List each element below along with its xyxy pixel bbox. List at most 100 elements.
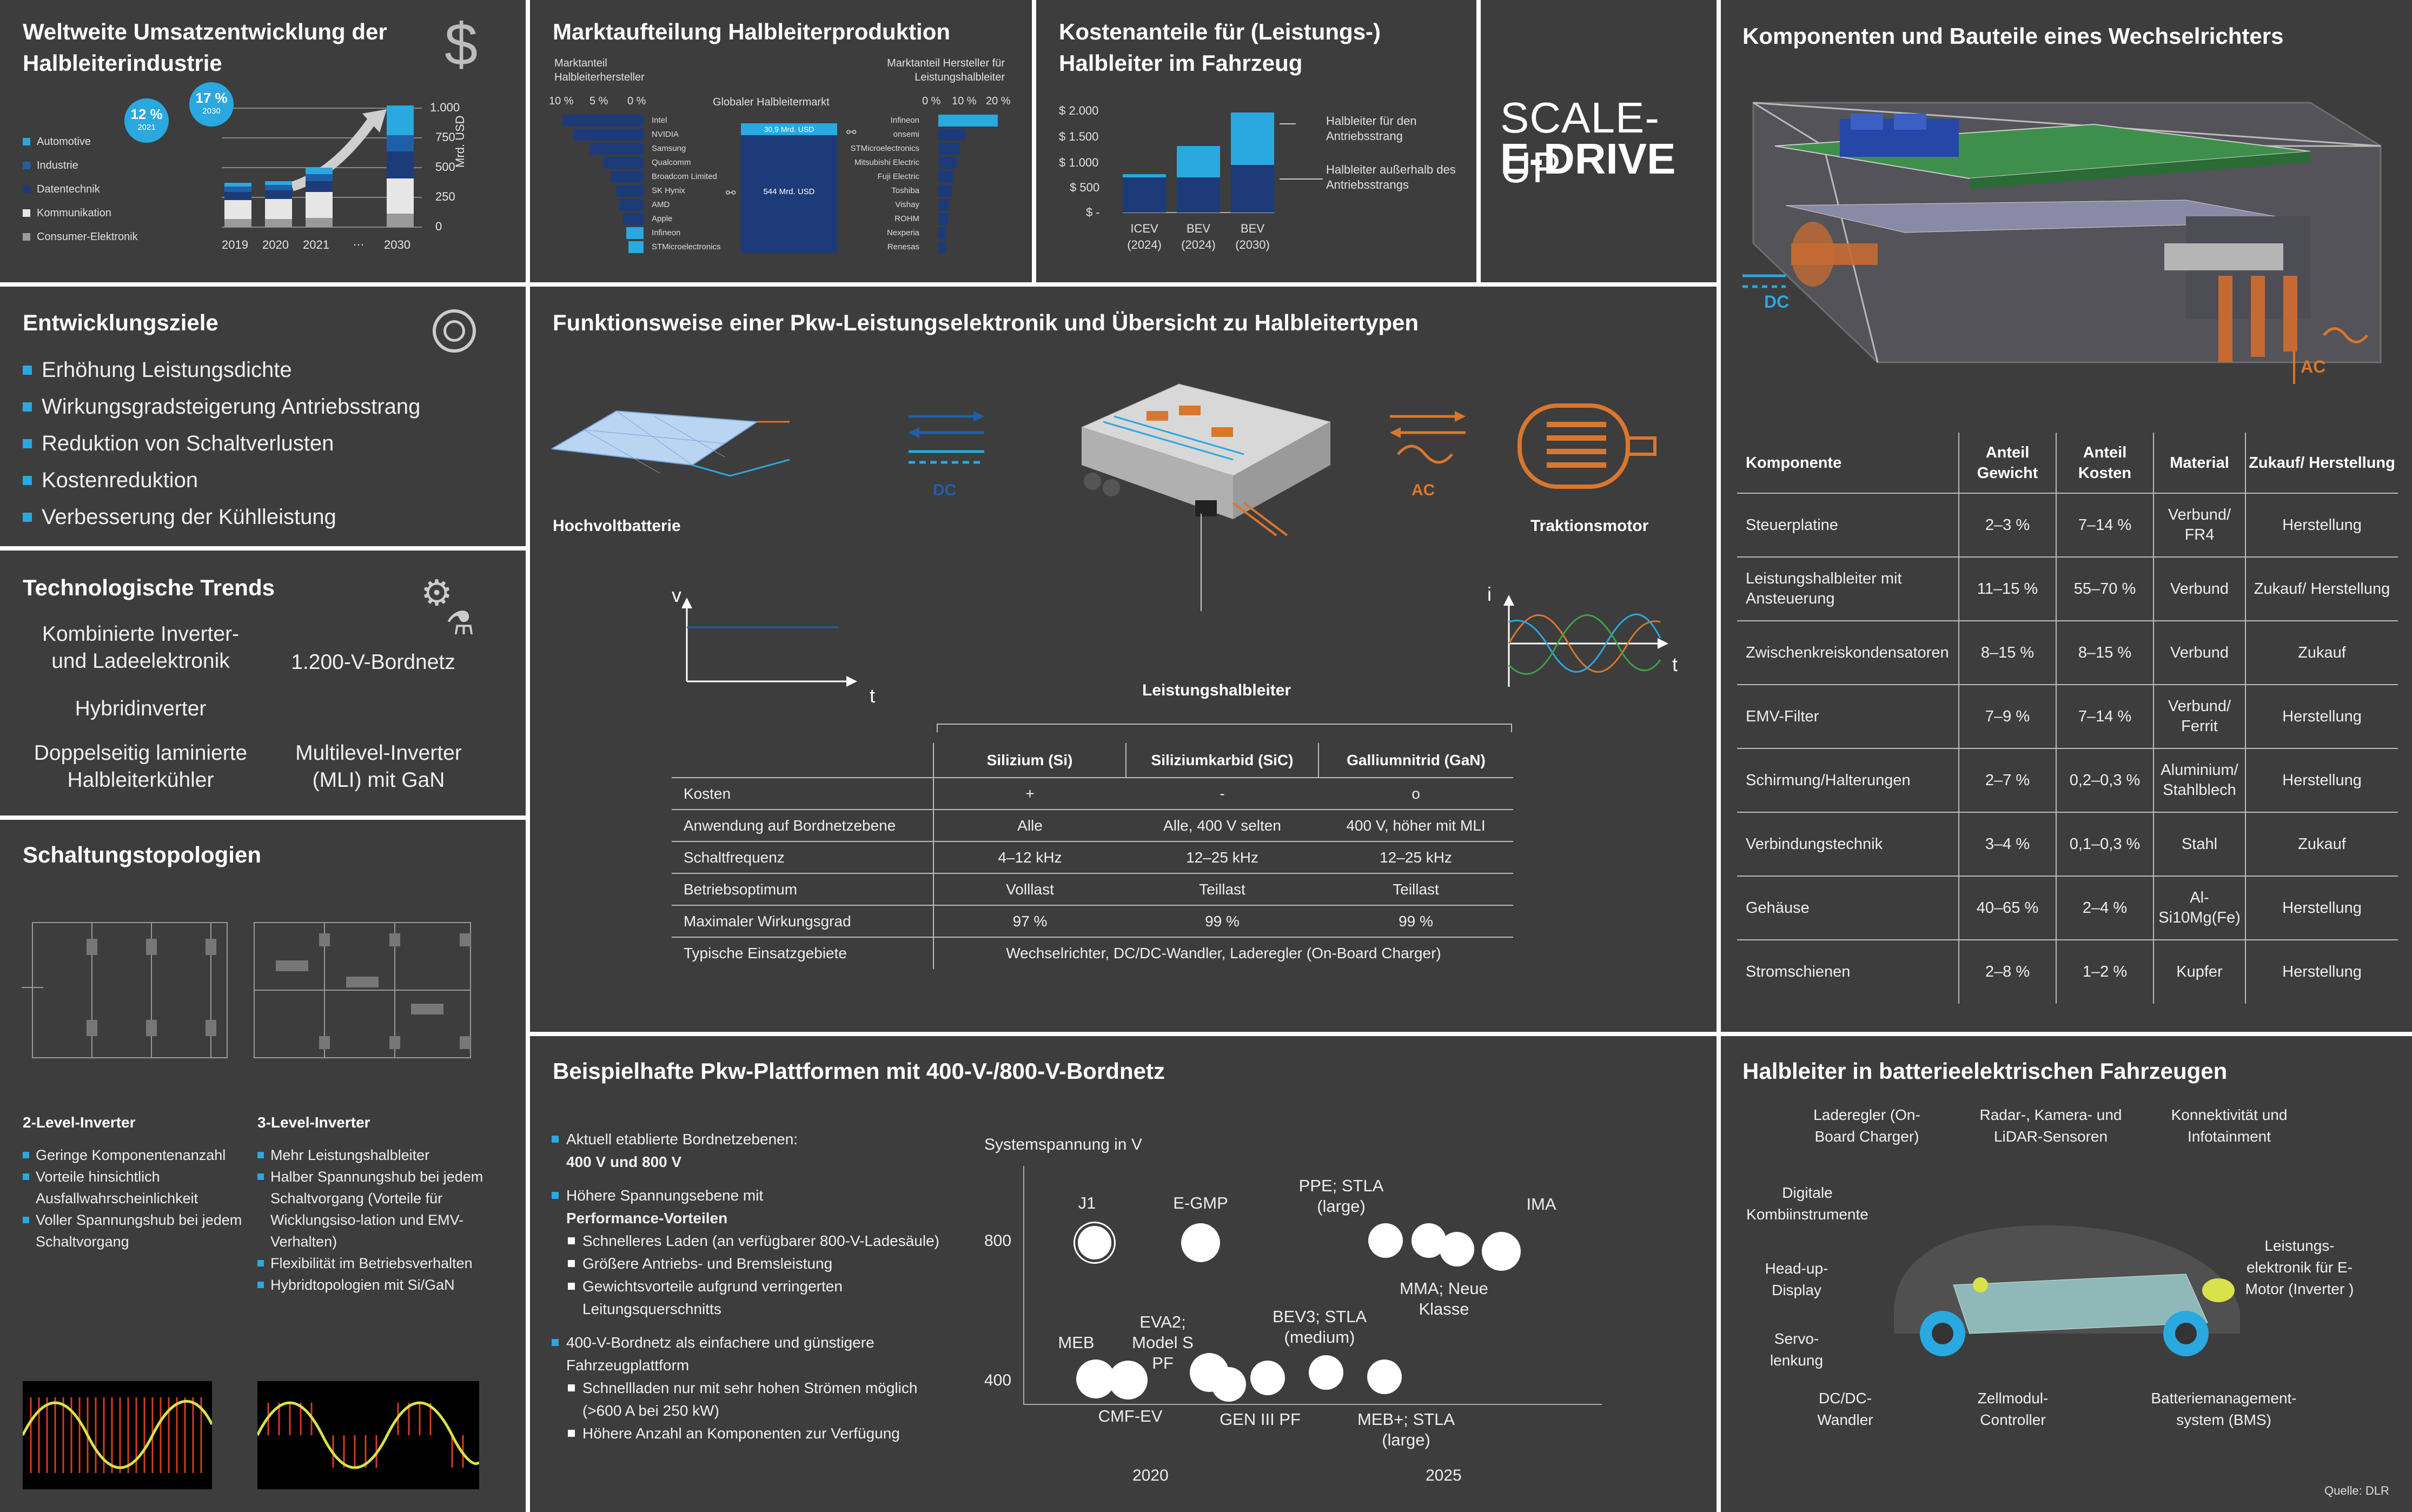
- company: Qualcomm: [652, 158, 691, 167]
- brand-line2: E-DRIVE: [1500, 135, 1676, 183]
- company: AMD: [652, 200, 670, 209]
- motor-icon: [1518, 403, 1656, 489]
- gear-icon: ⚙: [421, 573, 453, 613]
- list-item: Schnelleres Laden (an verfügbarer 800-V-…: [568, 1230, 941, 1252]
- platform-label: IMA: [1526, 1195, 1556, 1213]
- panel-title: Weltweite Umsatzentwicklung der Halbleit…: [23, 19, 387, 76]
- callout-label: Zellmodul-Controller: [1977, 1390, 2049, 1428]
- col-header: Anteil Gewicht: [1958, 433, 2056, 494]
- trend: Multilevel-Inverter (MLI) mit GaN: [295, 741, 462, 792]
- list-item: Aktuell etablierte Bordnetzebenen:400 V …: [552, 1128, 941, 1173]
- right-bars: [938, 115, 1019, 255]
- list-item: Mehr Leistungshalbleiter: [257, 1144, 495, 1166]
- legend-label: Datentechnik: [37, 183, 100, 195]
- list-item: Verbesserung der Kühlleistung: [23, 499, 420, 535]
- left-tick: 5 %: [589, 95, 608, 107]
- col-header: Material: [2153, 433, 2245, 494]
- list-item: Höhere Anzahl an Komponenten zur Verfügu…: [568, 1422, 941, 1445]
- revenue-chart: [222, 105, 422, 228]
- y-label: Systemspannung in V: [984, 1136, 1142, 1153]
- circuit-2level: [22, 922, 228, 1058]
- callout-label: Leistungs-elektronik für E-Motor (Invert…: [2245, 1237, 2354, 1297]
- trend: 1.200-V-Bordnetz: [291, 651, 455, 674]
- panel-trends: Technologische Trends ⚙ ⚗ Kombinierte In…: [0, 551, 526, 815]
- callout-label: Konnektivität und Infotainment: [2171, 1106, 2288, 1145]
- bar-label: BEV(2024): [1181, 222, 1216, 251]
- company: STMicroelectronics: [850, 144, 919, 153]
- col-header: Galliumnitrid (GaN): [1318, 743, 1513, 778]
- bar-label: ICEV(2024): [1127, 222, 1162, 251]
- legend-out: Halbleiter außerhalb des Antriebsstrangs: [1326, 163, 1456, 191]
- company: onsemi: [893, 130, 919, 139]
- callout-label: Radar-, Kamera- und LiDAR-Sensoren: [1979, 1106, 2122, 1145]
- x-label: 2020: [262, 238, 289, 251]
- platform-label: BEV3; STLA (medium): [1272, 1307, 1367, 1347]
- list-item: Vorteile hinsichtlich Ausfallwahrscheinl…: [23, 1166, 250, 1209]
- target-icon: [433, 309, 476, 353]
- source-note: Quelle: DLR: [2324, 1484, 2389, 1497]
- semiconductor-table: Silizium (Si) Siliziumkarbid (SiC) Galli…: [672, 743, 1513, 969]
- badge-percent: 17 %: [195, 90, 228, 106]
- power-semi-value: 30,9 Mrd. USD: [741, 123, 837, 135]
- company: STMicroelectronics: [652, 242, 721, 251]
- callout-label: Digitale Kombiinstrumente: [1746, 1184, 1868, 1223]
- y-tick: $ 1.500: [1059, 130, 1099, 143]
- badge-2021: 12 %2021: [124, 98, 169, 143]
- panel-bev-semis: Halbleiter in batterieelektrischen Fahrz…: [1721, 1036, 2412, 1512]
- badge-year: 2021: [137, 123, 156, 132]
- x-label: …: [353, 235, 365, 248]
- car-illustration: [1894, 1225, 2240, 1356]
- trend: Doppelseitig laminierte Halbleiterkühler: [34, 741, 248, 792]
- company: Nexperia: [886, 228, 919, 237]
- bar-label: BEV(2030): [1235, 222, 1270, 251]
- dc-arrows: [909, 411, 984, 464]
- dc-label: DC: [933, 481, 957, 499]
- panel-title: Schaltungstopologien: [23, 842, 261, 867]
- company: Fuji Electric: [877, 172, 919, 181]
- voltage-graph: [681, 598, 857, 687]
- inverter-illustration: [1742, 102, 2382, 384]
- link-icon: ⚯: [846, 125, 857, 139]
- brand-line1: SCALE-UP: [1500, 94, 1660, 191]
- company: SK Hynix: [652, 186, 685, 195]
- callout-label: Head-up-Display: [1765, 1260, 1828, 1298]
- trend: Kombinierte Inverter- und Ladeelektronik: [42, 622, 240, 673]
- list-item: Kostenreduktion: [23, 462, 420, 499]
- ac-arrows: [1390, 411, 1466, 464]
- col2-head: 3-Level-Inverter: [257, 1114, 370, 1131]
- semis-label: Leistungshalbleiter: [1142, 681, 1291, 699]
- company: Vishay: [895, 200, 919, 209]
- right-tick: 0 %: [922, 95, 941, 107]
- panel-title: Technologische Trends: [23, 575, 275, 600]
- col-header: Anteil Kosten: [2056, 433, 2153, 494]
- y-tick: $ 2.000: [1059, 104, 1099, 117]
- left-tick: 0 %: [627, 95, 646, 107]
- growth-arrow: [290, 116, 377, 191]
- vw-logo-icon: [1075, 1223, 1114, 1262]
- bar-bev-2030: [1231, 165, 1274, 213]
- company: Apple: [652, 214, 673, 223]
- company: Intel: [652, 116, 667, 125]
- list-item: Voller Spannungshub bei jedem Schaltvorg…: [23, 1209, 250, 1252]
- v-axis: v: [672, 584, 681, 606]
- platform-label: CMF-EV: [1098, 1407, 1163, 1425]
- badge-year: 2030: [202, 107, 221, 116]
- platform-label: PPE; STLA (large): [1298, 1176, 1384, 1216]
- right-tick: 10 %: [952, 95, 977, 107]
- panel-revenue: Weltweite Umsatzentwicklung der Halbleit…: [0, 0, 526, 282]
- tesla-logo-icon: [1250, 1361, 1285, 1395]
- bar-2021: [306, 168, 333, 227]
- y-tick: 750: [435, 130, 455, 144]
- left-company-list: Intel NVIDIA Samsung Qualcomm Broadcom L…: [652, 114, 721, 254]
- table-row: Kosten+-o: [672, 777, 1513, 810]
- ac-label: AC: [1412, 481, 1435, 499]
- kia-logo-icon: [1482, 1232, 1521, 1271]
- list-item: Gewichtsvorteile aufgrund verringerten L…: [568, 1275, 941, 1321]
- list-item: Schnellladen nur mit sehr hohen Strömen …: [568, 1377, 941, 1422]
